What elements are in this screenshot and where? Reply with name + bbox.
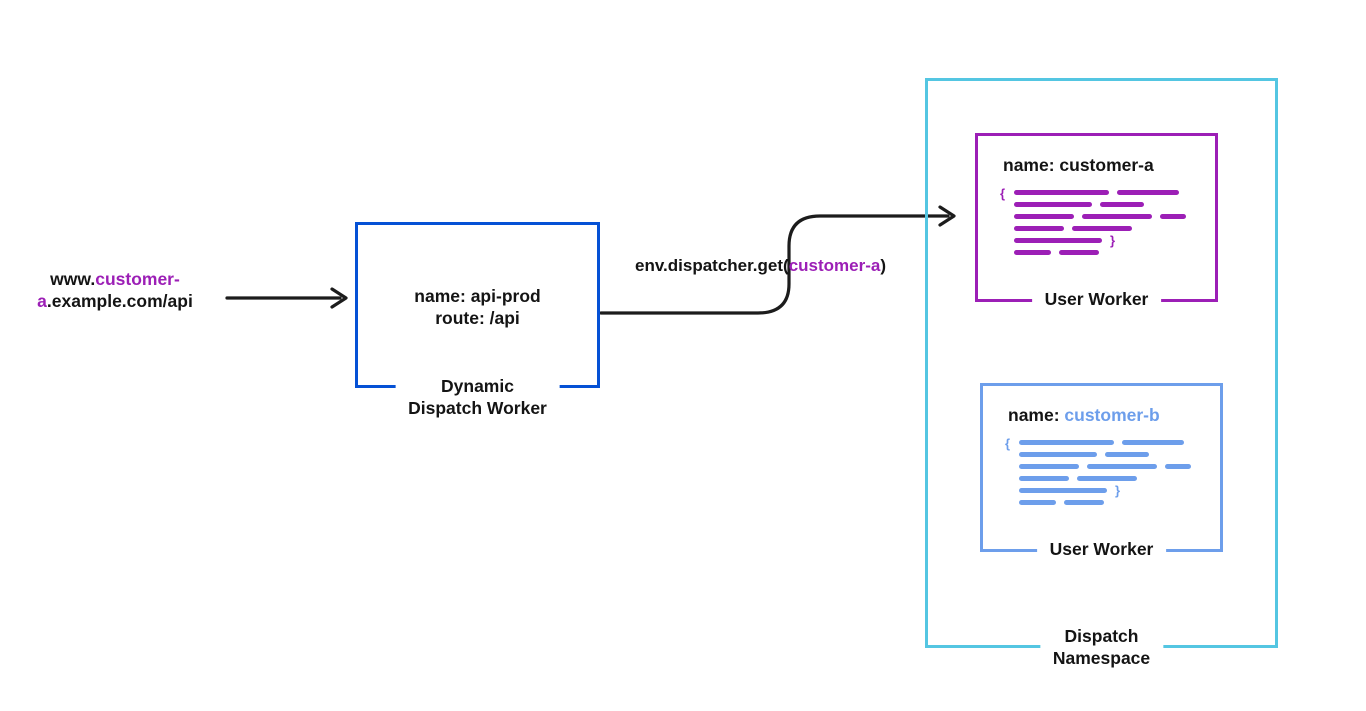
dynamic-dispatch-worker-box: name: api-prod route: /api Dynamic Dispa… xyxy=(355,222,600,419)
worker-b-name-prefix: name: xyxy=(1008,405,1065,425)
request-url: www.customer- a.example.com/api xyxy=(8,268,222,312)
worker-b-code-snippet: {} xyxy=(1005,436,1191,505)
url-part-domain: .example.com/api xyxy=(46,291,193,311)
user-worker-b-box: name: customer-b {} User Worker xyxy=(980,383,1223,560)
url-part-customer: customer- xyxy=(95,269,180,289)
worker-a-code-snippet: {} xyxy=(1000,186,1186,255)
worker-b-name-value: customer-b xyxy=(1064,405,1160,425)
worker-b-name: name: customer-b xyxy=(1008,405,1160,426)
url-part-www: www. xyxy=(50,269,96,289)
dispatch-namespace-box: name: customer-a {} User Worker name: cu… xyxy=(925,78,1278,669)
dispatch-worker-name: name: api-prod xyxy=(414,286,541,306)
dispatcher-get-call: env.dispatcher.get(customer-a) xyxy=(635,256,886,276)
url-part-a: a xyxy=(37,291,47,311)
dispatch-worker-meta: name: api-prod route: /api xyxy=(358,285,597,329)
dispatch-worker-route: route: /api xyxy=(435,308,520,328)
dispatch-worker-label: Dynamic Dispatch Worker xyxy=(395,375,560,419)
env-call-prefix: env.dispatcher.get( xyxy=(635,256,789,275)
namespace-label: Dispatch Namespace xyxy=(1039,625,1164,669)
env-call-arg: customer-a xyxy=(788,256,881,275)
env-call-suffix: ) xyxy=(880,256,886,275)
worker-b-label: User Worker xyxy=(1036,538,1167,560)
worker-a-name: name: customer-a xyxy=(1003,155,1154,175)
user-worker-a-box: name: customer-a {} User Worker xyxy=(975,133,1218,310)
worker-a-label: User Worker xyxy=(1031,288,1162,310)
request-arrow-head xyxy=(330,287,348,309)
